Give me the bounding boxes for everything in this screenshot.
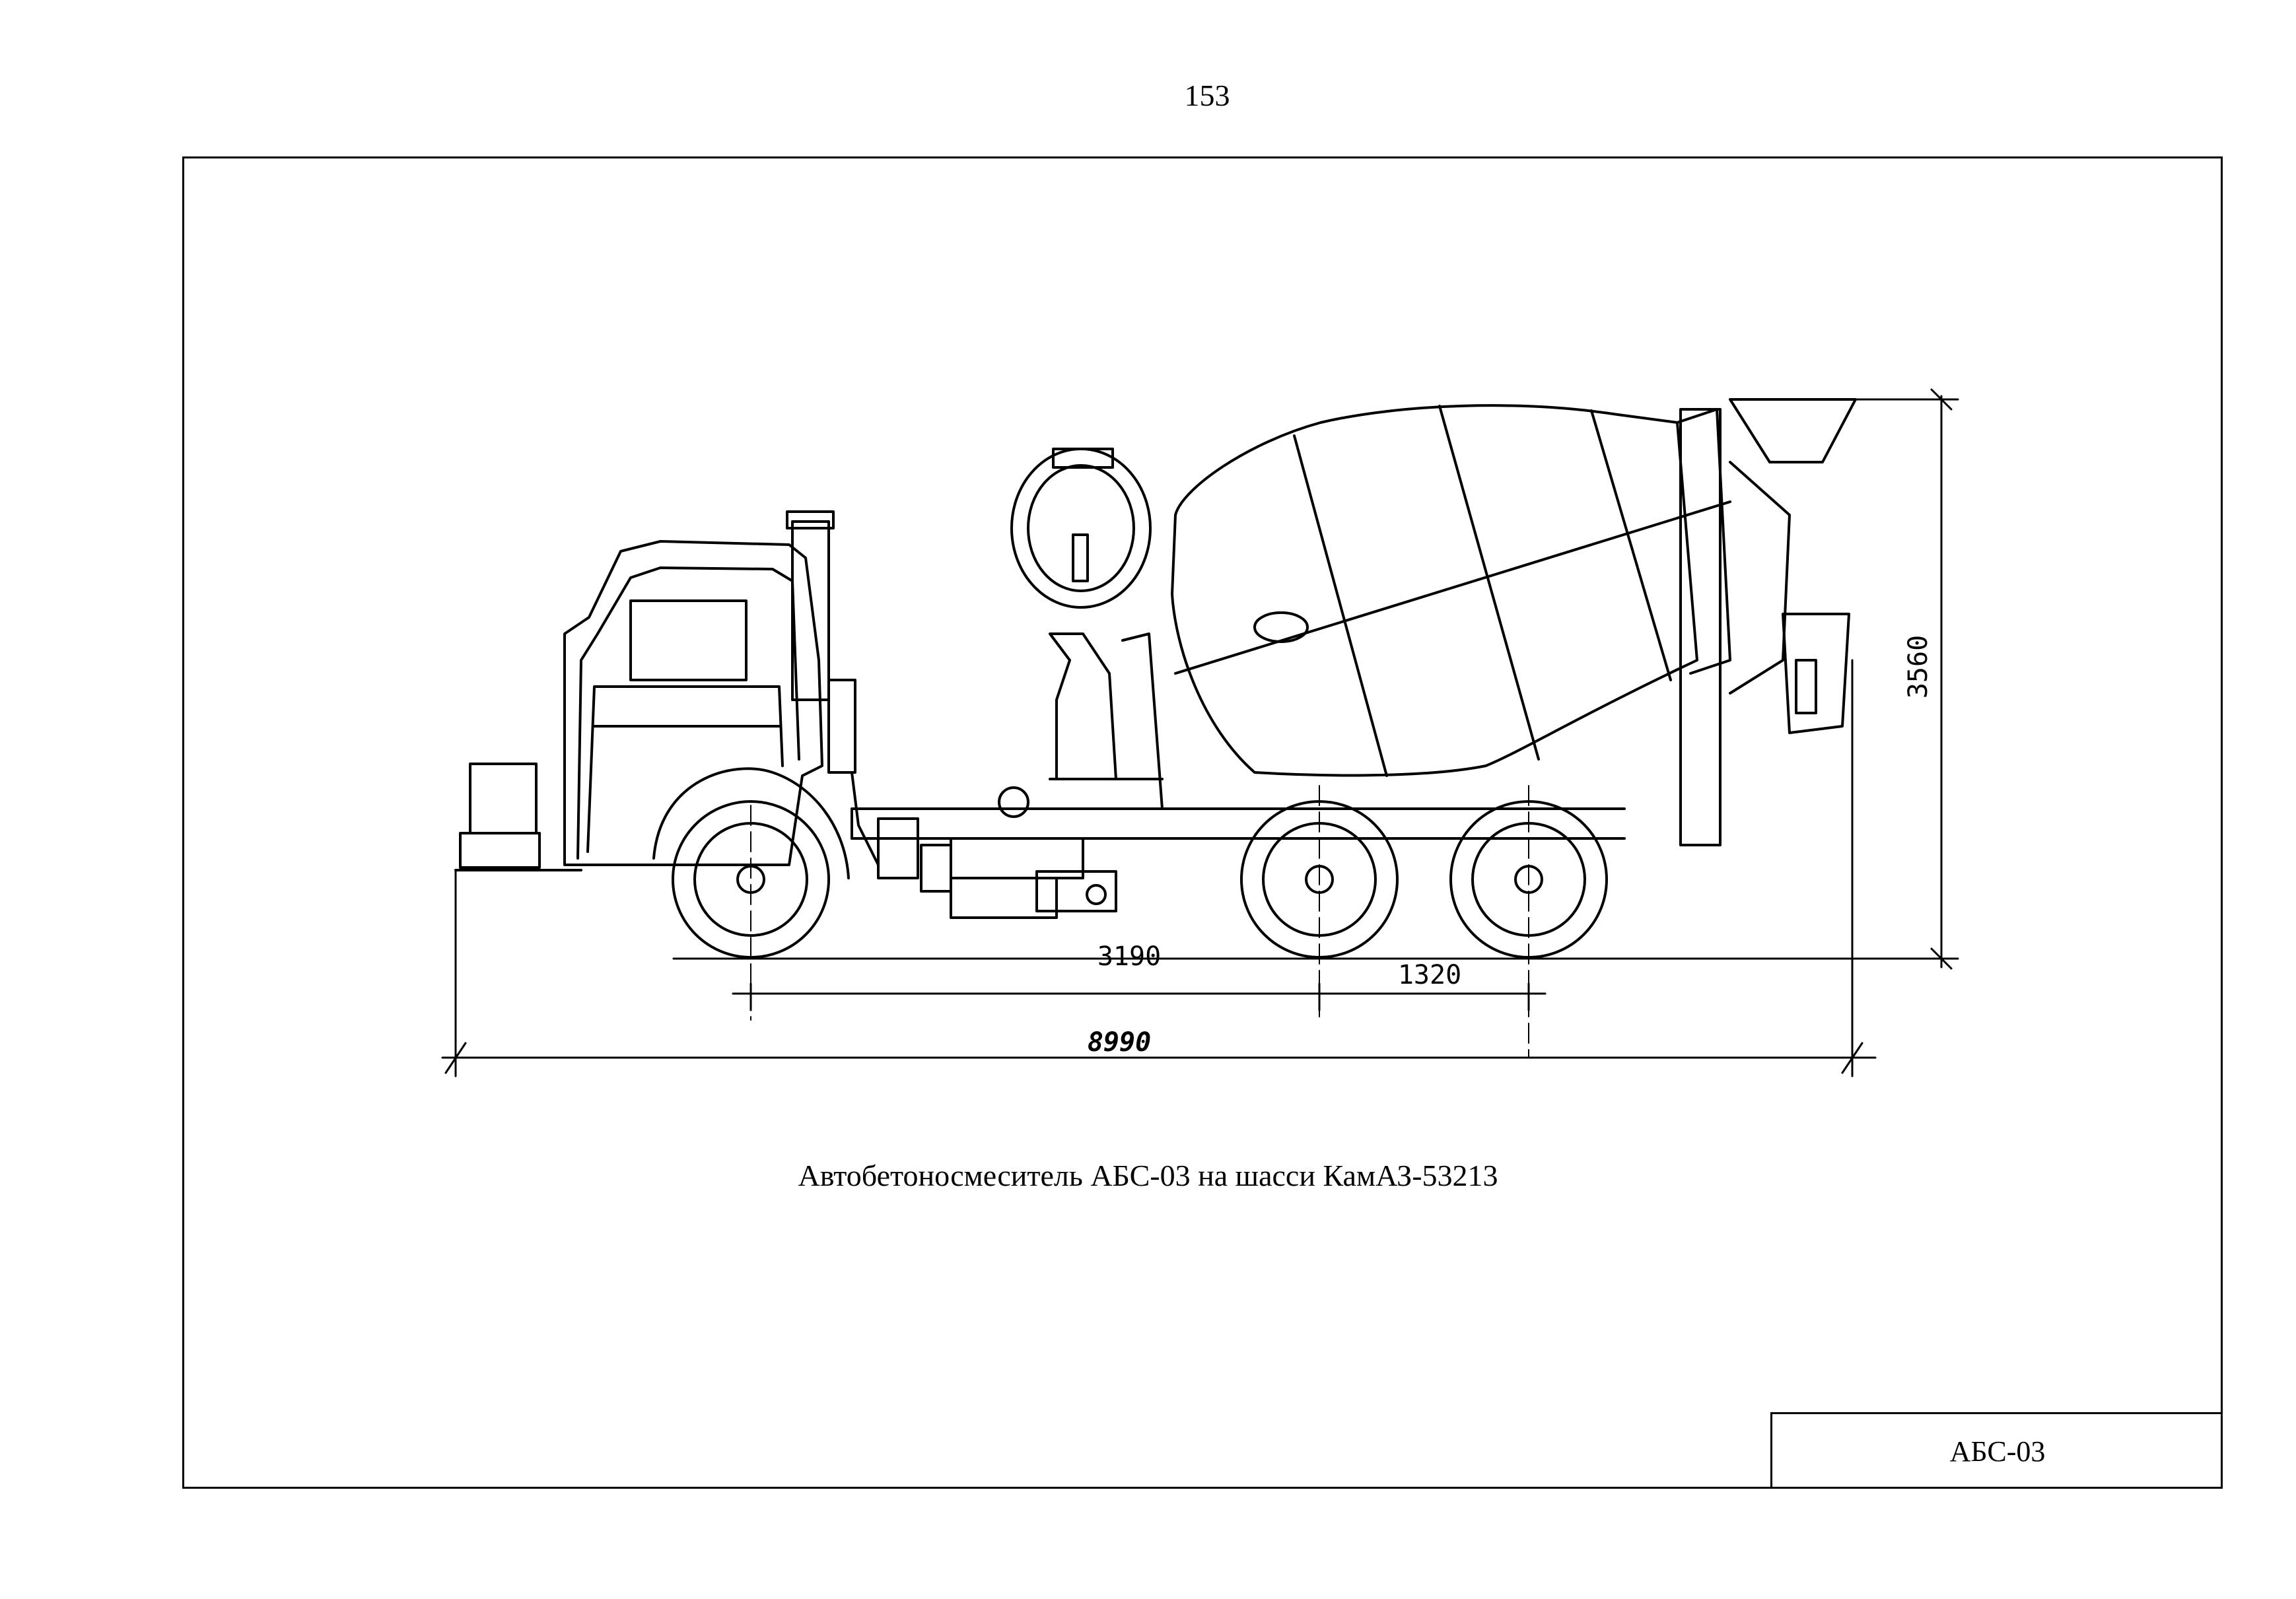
truck-cab (563, 510, 880, 866)
front-bumper (454, 763, 582, 871)
drawing-frame (182, 156, 2223, 1489)
dim-wheelbase-front: 3190 (1097, 941, 1161, 972)
axle-centerlines (750, 785, 1529, 1057)
loading-hopper (1676, 398, 1857, 846)
drum-front-support (1049, 632, 1164, 810)
dim-overall-height: 3560 (1903, 635, 1933, 698)
water-tank (1010, 448, 1152, 609)
cab-window-side (629, 599, 748, 681)
stamp-label: АБС-03 (1949, 1435, 2046, 1468)
dim-overall-length: 8990 (1088, 1027, 1151, 1058)
page-number: 153 (1184, 79, 1230, 112)
cab-door (586, 685, 784, 853)
drawing-caption: Автобетоносмеситель АБС-03 на шасси КамА… (798, 1159, 1498, 1192)
air-intake (827, 679, 856, 774)
mixer-drum (1171, 404, 1731, 777)
title-stamp: АБС-03 (1770, 1412, 2223, 1489)
dimension-lines (441, 388, 1959, 1077)
chassis-frame (851, 786, 1626, 919)
dim-wheelbase-rear: 1320 (1398, 960, 1461, 990)
front-wheel-arch (652, 767, 850, 879)
exhaust-stack (791, 520, 830, 701)
toolbox (950, 837, 1084, 879)
